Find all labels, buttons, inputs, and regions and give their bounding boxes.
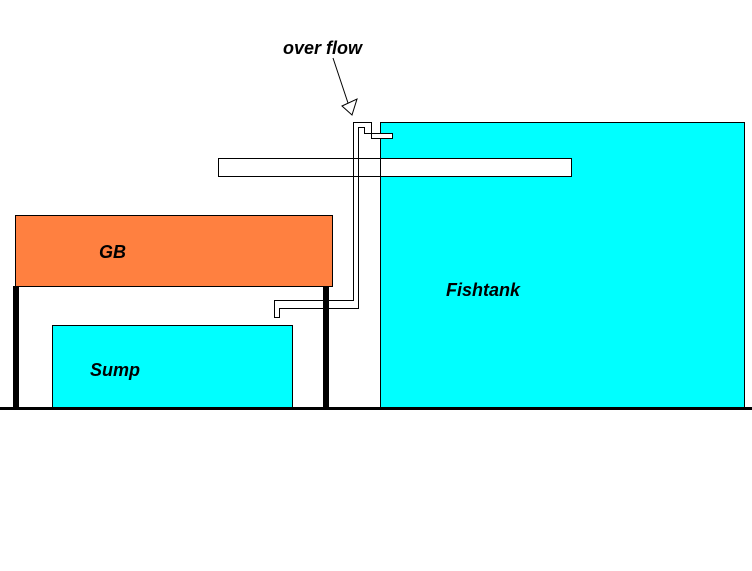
sump-rect (52, 325, 293, 409)
growbed-rect (15, 215, 333, 287)
label-fishtank: Fishtank (446, 280, 521, 300)
label-sump: Sump (90, 360, 141, 380)
label-growbed: GB (99, 242, 126, 262)
overflow-pipe-outline (274, 122, 393, 318)
stand-leg-right (323, 286, 329, 408)
arrow-head-icon (341, 98, 358, 116)
horizontal-pipe (218, 158, 572, 177)
arrow-line (332, 57, 349, 104)
stand-leg-left (13, 286, 19, 408)
ground-line (0, 407, 752, 410)
label-overflow: over flow (283, 38, 363, 58)
overflow-stub-fill (359, 134, 392, 138)
